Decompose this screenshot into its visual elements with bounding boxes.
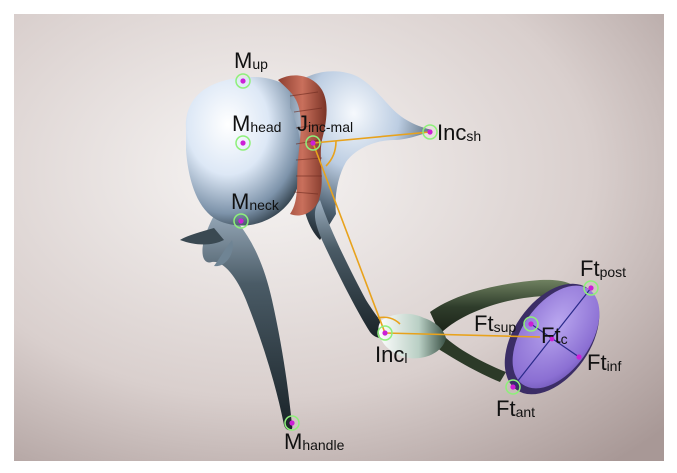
label-inc-l: Incl: [375, 342, 407, 367]
point-ft-inf: [576, 354, 581, 359]
